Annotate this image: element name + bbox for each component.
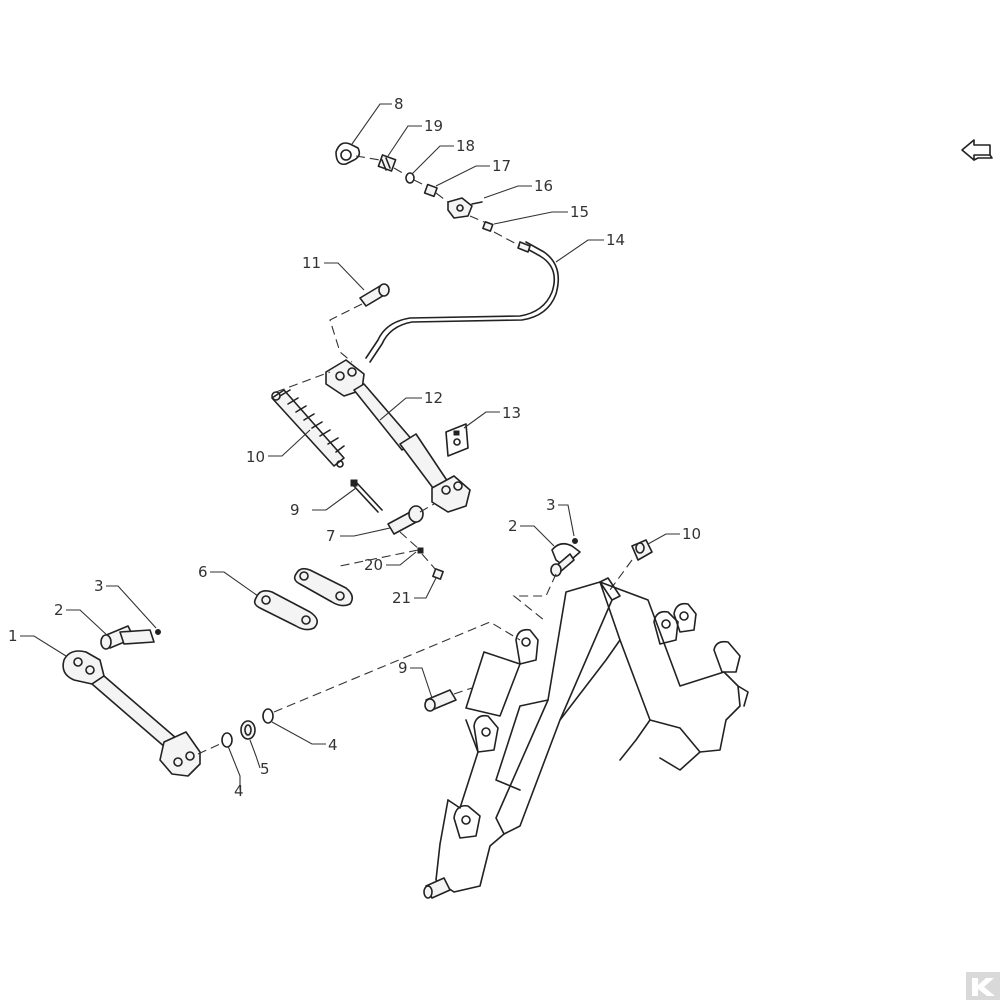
part-15-decal	[445, 423, 469, 457]
part-14-cylinder	[325, 359, 471, 513]
callout-4-upper: 4	[271, 721, 338, 754]
callout-2-left: 2	[54, 601, 109, 637]
callout-label: 2	[508, 517, 518, 535]
callout-label: 5	[260, 760, 270, 778]
part-22-pin-small	[417, 547, 424, 554]
part-5-bushing	[240, 720, 256, 740]
part-17-ferrule	[482, 221, 494, 232]
callout-label: 10	[682, 525, 701, 543]
callout-22: 20	[364, 551, 417, 574]
part-12-spring	[271, 389, 345, 468]
callout-label: 3	[546, 496, 556, 514]
callout-17: 15	[493, 203, 589, 225]
part-2-pin-left	[100, 625, 155, 650]
callout-label: 4	[234, 782, 244, 800]
part-20-washer	[405, 172, 415, 184]
part-4-circlip-b	[262, 708, 274, 724]
k-logo-icon	[966, 972, 1000, 1000]
callout-label: 18	[456, 137, 475, 155]
callout-label: 21	[392, 589, 411, 607]
callout-3-right: 3	[546, 496, 575, 537]
callout-label: 17	[492, 157, 511, 175]
direction-arrow-icon	[961, 139, 993, 161]
callout-label: 16	[534, 177, 553, 195]
part-6-link-plate	[253, 567, 354, 631]
callout-6: 6	[198, 563, 259, 597]
part-18-bracket	[447, 197, 483, 219]
callout-9: 8	[351, 95, 404, 145]
part-4-circlip-a	[221, 732, 233, 748]
callout-18: 16	[483, 177, 553, 199]
callout-15: 13	[463, 404, 521, 429]
callout-7: 7	[326, 527, 391, 545]
callout-2-right: 2	[508, 517, 555, 547]
callout-label: 15	[570, 203, 589, 221]
callout-label: 6	[198, 563, 208, 581]
part-23-nut	[432, 568, 444, 580]
callout-14: 12	[379, 389, 443, 421]
callout-13: 11	[302, 254, 365, 291]
part-19-nut	[423, 183, 438, 198]
part-2-pin-right	[550, 542, 581, 577]
callout-label: 9	[290, 501, 300, 519]
part-8-pin	[424, 689, 457, 712]
callout-23: 21	[392, 577, 437, 607]
part-3-ball-right	[572, 538, 578, 544]
callout-11: 9	[290, 487, 357, 519]
callout-1: 1	[8, 627, 67, 657]
callout-label: 12	[424, 389, 443, 407]
callout-label: 9	[398, 659, 408, 677]
callout-label: 7	[326, 527, 336, 545]
part-7-pin	[387, 505, 424, 535]
callout-19: 17	[435, 157, 511, 187]
callout-10: 10	[647, 525, 701, 545]
part-21-threaded-fitting	[377, 154, 397, 172]
callout-label: 8	[394, 95, 404, 113]
callout-label: 19	[424, 117, 443, 135]
part-10-bushing	[631, 539, 653, 561]
part-3-ball-left	[155, 629, 161, 635]
callout-label: 3	[94, 577, 104, 595]
callout-16: 14	[555, 231, 625, 263]
callout-label: 13	[502, 404, 521, 422]
callout-label: 11	[302, 254, 321, 272]
callout-label: 10	[246, 448, 265, 466]
part-11-rod	[350, 479, 383, 513]
callout-8: 9	[398, 659, 433, 699]
callout-label: 20	[364, 556, 383, 574]
callout-4-lower: 4	[227, 745, 244, 800]
part-1-lower-link	[62, 650, 201, 777]
callout-label: 2	[54, 601, 64, 619]
callout-12: 10	[246, 429, 311, 466]
part-9-elbow-fitting	[335, 142, 361, 166]
part-16-cable	[365, 241, 560, 363]
callout-20: 18	[411, 137, 475, 175]
callout-label: 14	[606, 231, 625, 249]
main-frame	[423, 577, 749, 899]
callout-21: 19	[387, 117, 443, 157]
callout-label: 1	[8, 627, 18, 645]
callout-5: 5	[249, 739, 270, 778]
callout-3-left: 3	[94, 577, 157, 629]
part-13-pin	[359, 283, 390, 307]
callout-label: 4	[328, 736, 338, 754]
